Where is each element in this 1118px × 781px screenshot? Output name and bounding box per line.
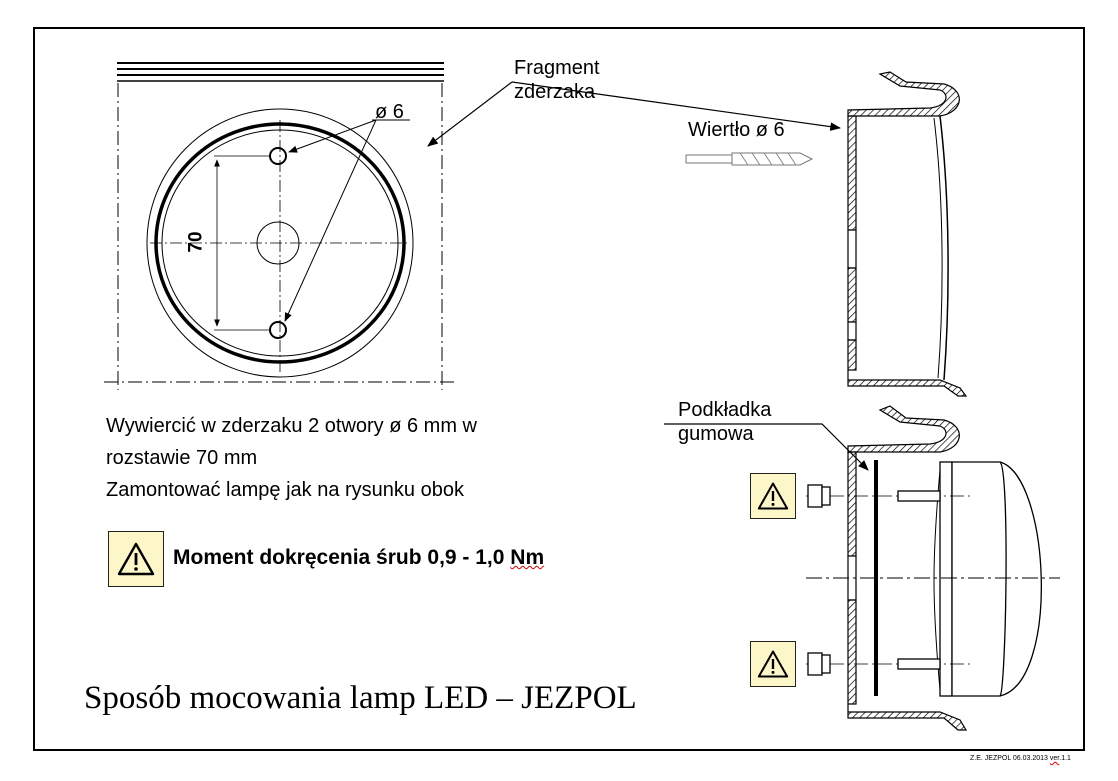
lamp-mounting-section (806, 405, 1060, 731)
torque-text: Moment dokręcenia śrub 0,9 - 1,0 Nm (173, 546, 544, 570)
fragment-label-line2: zderzaka (514, 81, 596, 103)
footer-date: Z.E. JEZPOL 06.03.2013 (970, 755, 1050, 762)
fragment-label-line1: Fragment (514, 57, 600, 79)
hole-top (269, 147, 287, 165)
fragment-label: Fragment zderzaka (514, 56, 600, 104)
warning-triangle-icon (117, 542, 155, 576)
front-view (104, 62, 456, 390)
torque-unit: Nm (510, 546, 545, 569)
drill-label: Wiertło ø 6 (688, 119, 785, 141)
drill-bit-icon (685, 152, 814, 166)
instruction-line-3: Zamontować lampę jak na rysunku obok (106, 479, 464, 501)
footer-version-number: .1.1 (1059, 755, 1071, 762)
warning-triangle-icon (757, 482, 789, 510)
torque-value: Moment dokręcenia śrub 0,9 - 1,0 (173, 546, 511, 569)
hole-bottom (269, 321, 287, 339)
washer-leader (664, 423, 869, 471)
spacing-dimension-label: 70 (185, 231, 207, 253)
footer-ver: ver (1049, 755, 1060, 762)
instruction-line-2: rozstawie 70 mm (106, 447, 258, 469)
torque-warning-box (108, 531, 164, 587)
washer-label-line2: gumowa (678, 423, 754, 445)
drawing-title: Sposób mocowania lamp LED – JEZPOL (84, 680, 637, 716)
bolt-warning-top (750, 473, 796, 519)
fragment-leader-right (511, 81, 842, 131)
instructions: Wywiercić w zderzaku 2 otwory ø 6 mm w r… (106, 410, 477, 506)
washer-label-line1: Podkładka (678, 399, 772, 421)
bumper-section-top (847, 71, 968, 397)
bolt-warning-bottom (750, 641, 796, 687)
instruction-line-1: Wywiercić w zderzaku 2 otwory ø 6 mm w (106, 415, 477, 437)
warning-triangle-icon (757, 650, 789, 678)
fragment-leader-left (427, 81, 513, 147)
washer-label: Podkładka gumowa (678, 398, 771, 446)
footer-revision: Z.E. JEZPOL 06.03.2013 ver.1.1 (970, 755, 1071, 762)
hole-diameter-label: ø 6 (375, 101, 404, 123)
drawing-frame (33, 27, 1085, 751)
